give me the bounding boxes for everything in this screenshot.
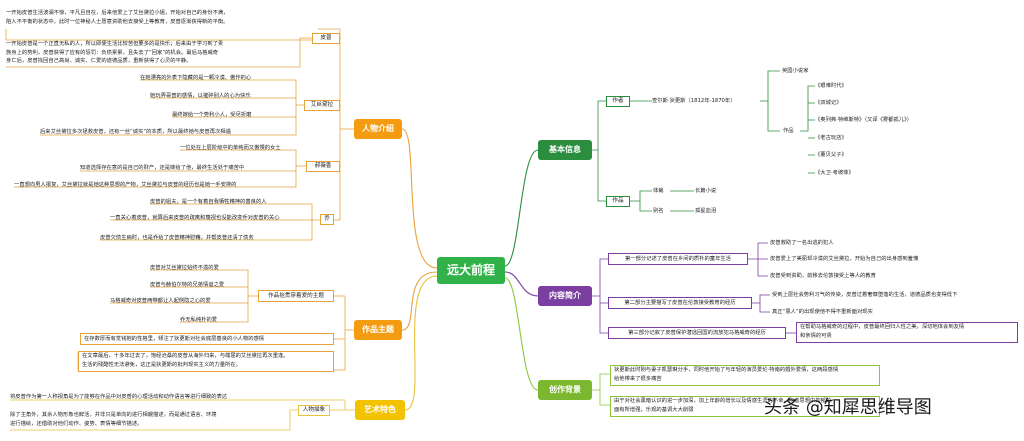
alias-value: 孤星血泪 [695, 208, 717, 214]
work-title: 《董贝父子》 [815, 152, 847, 158]
pip-description: 一开始皮普是一个正直无私的人，所以即便生活比较苦但要多的是快乐；后来由于学习到了… [6, 40, 223, 66]
node-joe[interactable]: 乔 [320, 214, 334, 225]
genre-label: 体裁 [653, 188, 664, 194]
node-part-2[interactable]: 第二部分主要描写了皮普在伦敦接受教育的经历 [608, 297, 752, 309]
node-pip[interactable]: 皮普 [312, 33, 340, 44]
branch-art[interactable]: 艺术特色 [355, 400, 405, 420]
portrait-line: 进行描绘，还借助对他们动作、姿势、表情等细节描述。 [10, 420, 143, 427]
work-title: 《艰难时代》 [815, 83, 847, 89]
havisham-item: 一直想向男人报复，艾丝黛拉就是她这种思想的产物，艾丝黛拉与皮普的经历也是她一手安… [14, 182, 237, 188]
estella-item: 后来艾丝黛拉多次拯救皮普，还有一丝“诚实”的本质，所以最终她与皮普再次相遇 [40, 129, 231, 135]
branch-themes[interactable]: 作品主题 [354, 320, 402, 340]
theme-desc-line: 生活的残酷性无法避免，这正是狄更斯的批判现实主义的力量所在。 [82, 362, 241, 368]
alias-label: 别名 [653, 208, 664, 214]
havisham-item: 知道选择存在意的是自己的财产，还是嫁给了他，最终生活处于痛苦中 [80, 165, 245, 171]
love-item: 乔无私纯朴的爱 [180, 317, 218, 323]
node-part-3[interactable]: 第三部分记叙了皮普保护潜逃回国的流放犯马格威奇的经历 [608, 327, 786, 339]
branch-summary[interactable]: 内容简介 [538, 286, 592, 306]
node-work[interactable]: 作品 [606, 196, 630, 207]
portrait-description: 除了主角外，其余人物形象也鲜活，并非只是单向的进行相貌描述，而是通过语言、环境 … [10, 411, 217, 428]
author-works-label: 作品 [783, 128, 794, 134]
pip-line: 一开始皮普是一个正直无私的人，所以即便生活比较苦但要多的是快乐；后来由于学习到了… [6, 41, 224, 47]
joe-item: 一直关心着皮普，就算后来皮普的疏离和蔑视也没能改变乔对皮普的关心 [110, 215, 280, 221]
art-first-person: 将皮普作为第一人称视角是为了能够在作品中对皮普的心理活动和动作语言等进行细致的表… [10, 394, 228, 400]
genre-value: 长篇小说 [695, 188, 717, 194]
node-author[interactable]: 作者 [606, 96, 630, 107]
node-havisham[interactable]: 郝薇香 [306, 161, 340, 172]
part3-line: 在帮助马格威奇的过程中，皮普最终回归人性之美，深切地体会到友情 [800, 324, 965, 330]
branch-characters[interactable]: 人物介绍 [354, 119, 402, 139]
background-text-2: 由于对社会黑暗认识的进一步加深，加上年龄的增长以及情感生涯的不幸，作者思想中抑郁… [610, 396, 880, 417]
author-name: 查尔斯·狄更斯（1812年-1870年） [652, 98, 736, 104]
author-role: 英国小说家 [782, 68, 809, 74]
part3-line: 和亲情的可贵 [800, 333, 832, 339]
theme-desc-line: 在文章最后，十多年过去了，饱经沧桑的皮普从海外归来，与端屈的艾丝黛拉再次重逢。 [82, 353, 289, 359]
intro-line: 一开始皮普生活波澜不惊，平凡且自在，后来他爱上了艾丝黛拉小姐，开始对自己的身份不… [6, 10, 229, 16]
intro-line: 陷入不平衡的状态中。此时一位神秘人士愿意资助他去接受上等教育，皮普逐渐获得新的平… [6, 18, 229, 25]
background-line: 由于对社会黑暗认识的进一步加深，加上年龄的增长以及情感生涯的不幸，作者思想中抑郁… [614, 398, 837, 404]
theme-desc-2: 在文章最后，十多年过去了，饱经沧桑的皮普从海外归来，与端屈的艾丝黛拉再次重逢。 … [78, 351, 334, 372]
node-portrait[interactable]: 人物描象 [298, 405, 330, 416]
part1-item: 皮普爱上了美丽却冷漠的艾丝黛拉，开始为自己的出身感到羞愧 [770, 256, 919, 262]
part1-item: 皮普救助了一名出逃的犯人 [770, 240, 834, 246]
estella-item: 在她漂亮的外表下隐藏的是一颗冷漠、傲作的心 [140, 75, 252, 81]
joe-item: 皮普欠债生病时，也是乔给了皮普精神慰藉，并帮皮普还清了债务 [100, 235, 254, 241]
joe-item: 皮普的姐夫，是一个有着自我牺牲精神的善良的人 [150, 199, 267, 205]
part2-item: 受到上层社会势利习气的传染，皮普过着奢靡堕落的生活，道德品质也变得低下 [772, 292, 958, 298]
love-item: 马格威奇对皮普两带都让人起侧隐之心的爱 [110, 298, 211, 304]
node-part-1[interactable]: 第一部分记述了皮普在乡间的质朴的童年生活 [608, 253, 748, 265]
havisham-item: 一位处在上层阶级中的单纯而又傲慢的女士 [180, 145, 281, 151]
love-item: 皮普与赫伯尔特的兄弟情谊之爱 [150, 282, 225, 288]
background-line: 面有所增强，乐观的基调大大削弱 [614, 407, 694, 413]
work-title: 《老古玩店》 [815, 135, 847, 141]
background-text-1: 狄更斯此时刚与妻子凯瑟琳分手，同时他开始了与年轻的演员爱伦·特南的婚外爱情，这两… [610, 365, 880, 386]
pip-line: 身亡后，皮普找回自己高尚、诚实、仁爱的道德品质，重新获得了心灵的平静。 [6, 58, 192, 65]
estella-item: 最终嫁给一个势利小人，受尽折磨 [172, 112, 252, 118]
background-line: 狄更斯此时刚与妻子凯瑟琳分手，同时他开始了与年轻的演员爱伦·特南的婚外爱情，这两… [614, 367, 839, 373]
background-line: 给他带来了很多痛苦 [614, 376, 662, 382]
part1-item: 皮普受到资助，前移去伦敦接受上等人的教育 [770, 273, 876, 279]
pip-line: 族身上的势利，皮普获得了应有的惩罚：负债累累，且失去了“回家”的机会。最后马格威… [6, 49, 219, 56]
theme-desc-1: 在存数厚而有觉钱抱的性格里，倾注了狄更斯对社会底层善良的小人物的感情 [80, 333, 334, 345]
central-topic[interactable]: 远大前程 [437, 257, 505, 284]
branch-background[interactable]: 创作背景 [538, 380, 592, 400]
love-item: 皮普对艾丝黛拉始终不渝的爱 [150, 265, 219, 271]
portrait-line: 除了主角外，其余人物形象也鲜活，并非只是单向的进行相貌描述，而是通过语言、环境 [10, 412, 217, 418]
node-estella[interactable]: 艾丝黛拉 [304, 100, 340, 111]
characters-intro: 一开始皮普生活波澜不惊，平凡且自在，后来他爱上了艾丝黛拉小姐，开始对自己的身份不… [6, 9, 228, 26]
estella-item: 她玩弄哥普的感情，以摧碎别人的心为快乐 [150, 93, 251, 99]
watermark: 头条 @知犀思维导图 [764, 397, 932, 418]
work-title: 《双城记》 [815, 100, 842, 106]
part3-description: 在帮助马格威奇的过程中，皮普最终回归人性之美，深切地体会到友情 和亲情的可贵 [796, 322, 1018, 343]
branch-basic-info[interactable]: 基本信息 [538, 140, 592, 160]
node-love-theme[interactable]: 作品抬贯穿着爱的主题 [258, 290, 334, 302]
part2-item: 真正“恩人”的出现使他不得不重新面对现实 [772, 309, 873, 315]
work-title: 《大卫·考坡菲》 [815, 170, 854, 176]
work-title: 《奥列弗·特维斯特》（又译《雾都孤儿》） [815, 117, 913, 123]
